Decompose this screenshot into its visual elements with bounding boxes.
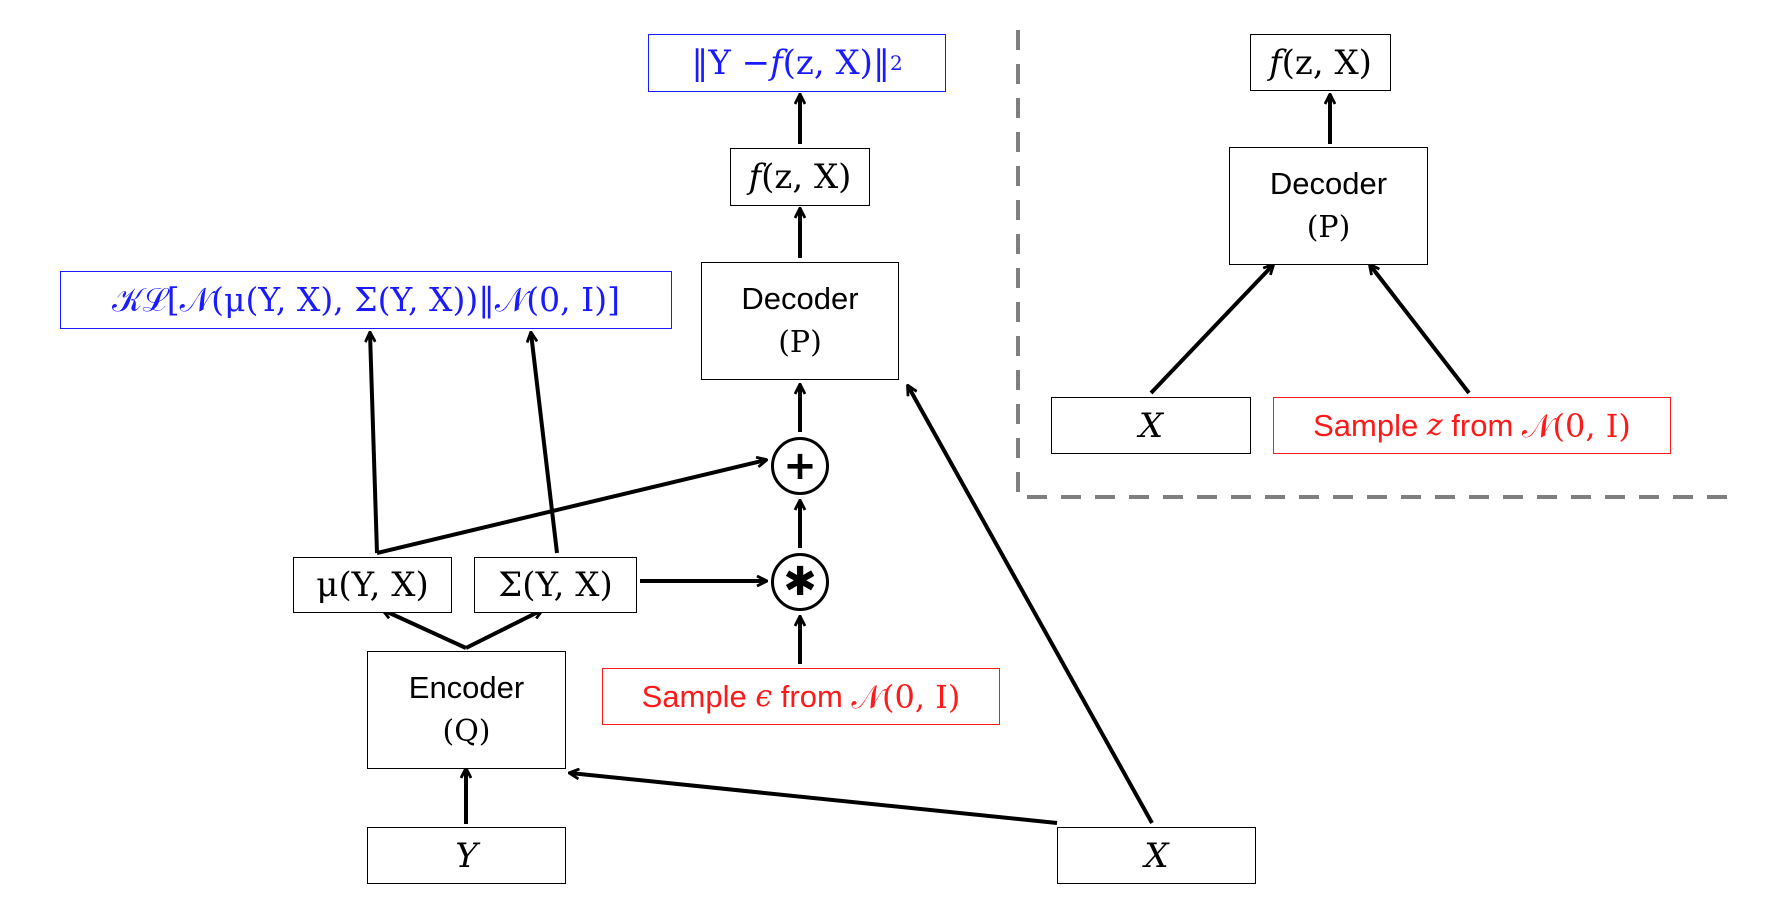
test-decoder-label: Decoder	[1269, 166, 1388, 201]
test-decoder-output-fn: f	[1269, 42, 1282, 83]
times-symbol: ✱	[783, 559, 817, 605]
plus-symbol: +	[783, 443, 817, 489]
epsilon-mid: from	[780, 678, 843, 714]
recon-loss-fn: f	[770, 43, 783, 83]
decoder-box: Decoder (P)	[701, 262, 899, 380]
test-decoder-output-args: (z, X)	[1281, 42, 1372, 83]
z-dist: 𝒩(0, I)	[1521, 406, 1631, 445]
encoder-param: (Q)	[442, 714, 491, 749]
edge-test-z-to-decoder	[1370, 265, 1471, 395]
recon-loss-args: (z, X)	[782, 43, 873, 83]
test-input-x-text: X	[1138, 405, 1164, 446]
edge-x-to-encoder	[570, 773, 1058, 825]
decoder-output-args: (z, X)	[761, 157, 852, 197]
edge-encoder-to-sigma	[465, 610, 542, 650]
epsilon-sample-box: Sample ϵ from 𝒩(0, I)	[602, 668, 1000, 725]
plus-operator: +	[771, 437, 829, 495]
edge-encoder-to-mu	[383, 610, 467, 650]
input-x-text: X	[1144, 835, 1169, 876]
edge-x-to-decoder	[908, 386, 1154, 824]
kl-loss-box: 𝒦ℒ[𝒩(μ(Y, X), Σ(Y, X))‖𝒩(0, I)]	[60, 271, 672, 329]
encoder-label: Encoder	[408, 670, 525, 705]
recon-loss-pre: ‖Y −	[691, 43, 771, 83]
epsilon-dist: 𝒩(0, I)	[851, 677, 961, 716]
separator-dashed	[1016, 30, 1730, 499]
z-pre: Sample	[1313, 407, 1419, 443]
encoder-box: Encoder (Q)	[367, 651, 566, 769]
test-decoder-box: Decoder (P)	[1229, 147, 1428, 265]
recon-loss-exponent: 2	[889, 51, 903, 75]
edge-mu-to-kl	[370, 333, 379, 554]
edge-sigma-to-kl	[531, 333, 559, 554]
mu-text: μ(Y, X)	[316, 565, 429, 605]
decoder-output-fn: f	[748, 157, 762, 197]
epsilon-var: ϵ	[755, 678, 773, 714]
recon-loss-post: ‖	[872, 43, 890, 83]
mu-box: μ(Y, X)	[293, 557, 452, 613]
test-decoder-param: (P)	[1306, 210, 1351, 245]
input-y-box: Y	[367, 827, 566, 884]
test-input-x-box: X	[1051, 397, 1251, 454]
sigma-text: Σ(Y, X)	[498, 565, 613, 605]
kl-loss-text: 𝒦ℒ[𝒩(μ(Y, X), Σ(Y, X))‖𝒩(0, I)]	[112, 280, 620, 319]
sigma-box: Σ(Y, X)	[474, 557, 637, 613]
z-var: z	[1426, 407, 1443, 443]
decoder-param: (P)	[778, 325, 822, 360]
reconstruction-loss-box: ‖Y − f(z, X)‖2	[648, 34, 946, 92]
z-mid: from	[1451, 407, 1514, 443]
edge-mu-to-plus	[376, 460, 766, 555]
edge-test-x-to-decoder	[1149, 265, 1273, 395]
epsilon-pre: Sample	[641, 678, 747, 714]
times-operator: ✱	[771, 553, 829, 611]
decoder-label: Decoder	[741, 281, 859, 316]
input-x-box: X	[1057, 827, 1256, 884]
z-sample-box: Sample z from 𝒩(0, I)	[1273, 397, 1671, 454]
decoder-output-box: f(z, X)	[730, 148, 870, 206]
test-decoder-output-box: f(z, X)	[1250, 34, 1391, 91]
input-y-text: Y	[455, 835, 478, 876]
